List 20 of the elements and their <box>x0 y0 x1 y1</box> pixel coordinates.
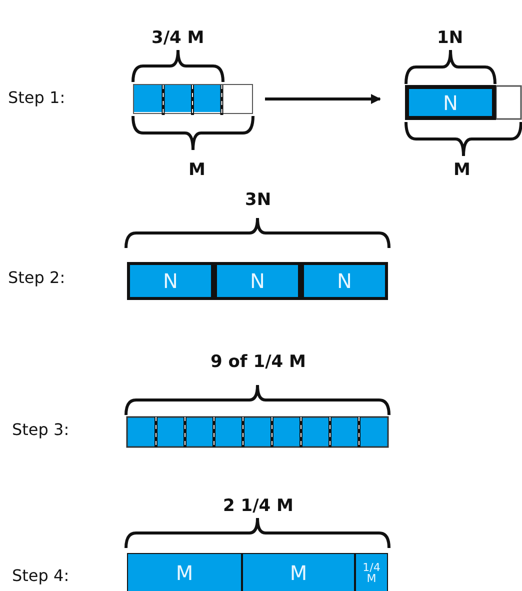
bar-segment: 1/4 M <box>355 553 388 591</box>
bar-segment: N <box>127 262 214 300</box>
step-label: Step 1: <box>8 88 66 107</box>
quantity-label: 9 of 1/4 M <box>210 352 306 372</box>
quantity-label: 2 1/4 M <box>223 496 294 516</box>
quantity-label: M <box>454 160 470 180</box>
arrow <box>265 94 381 104</box>
quantity-label: M <box>188 160 206 180</box>
bar-segment: M <box>242 553 355 591</box>
quantity-label: 1N <box>437 28 464 48</box>
quantity-label: 3/4 M <box>152 28 204 48</box>
bar-segment: N <box>405 85 496 120</box>
quantity-label: 3N <box>245 190 272 210</box>
bar-segment: M <box>127 553 242 591</box>
bar-segment: N <box>301 262 388 300</box>
step-label: Step 3: <box>12 420 70 439</box>
tape-bar <box>133 84 253 114</box>
step-label: Step 2: <box>8 268 66 287</box>
bar-segment: N <box>214 262 301 300</box>
step-label: Step 4: <box>12 566 70 585</box>
